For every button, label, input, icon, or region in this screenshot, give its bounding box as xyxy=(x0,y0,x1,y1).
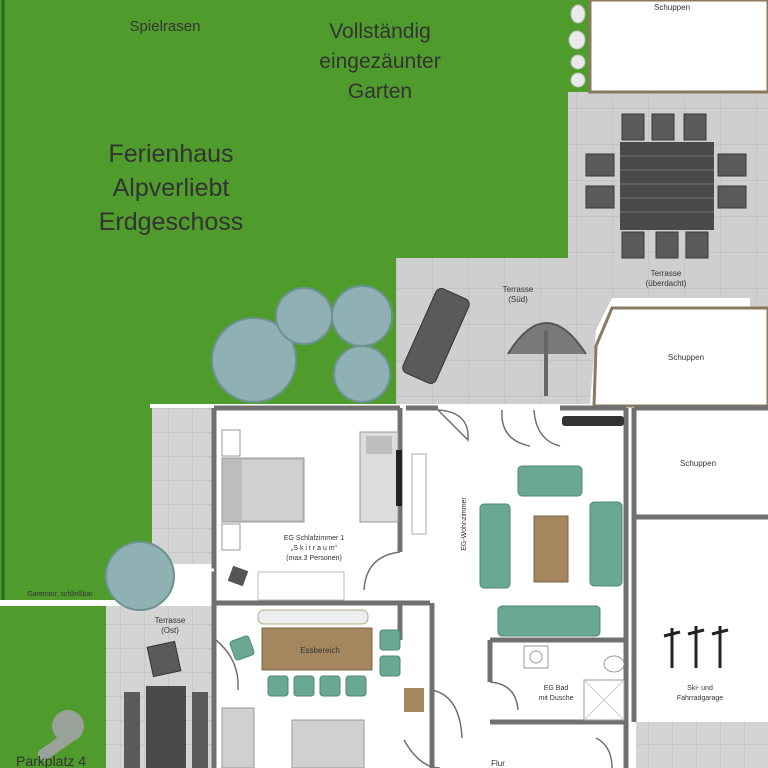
shed-right-label: Schuppen xyxy=(680,459,716,468)
bath-label-2: mit Dusche xyxy=(538,695,573,702)
title-line-1: Ferienhaus xyxy=(108,140,233,168)
parking-icon xyxy=(37,710,84,761)
stepping-stones xyxy=(568,4,586,88)
trees xyxy=(105,285,393,611)
bedroom-label-2: „S k i t r a u m“ xyxy=(291,545,338,552)
covered-terrace-table: Terrasse (überdacht) xyxy=(585,113,747,288)
living-room: EG-Wohnzimmer xyxy=(411,416,624,637)
bath-label-1: EG Bad xyxy=(544,685,569,692)
living-label: EG-Wohnzimmer xyxy=(461,497,468,551)
parking-label: Parkplatz 4 xyxy=(16,753,86,768)
bicycle-icons xyxy=(663,626,729,668)
terrace-east-label-2: (Ost) xyxy=(161,626,179,635)
dining-label: Essbereich xyxy=(300,646,340,655)
bathroom: EG Bad mit Dusche xyxy=(523,645,625,721)
bedroom-label-3: (max.3 Personen) xyxy=(286,555,342,562)
garage-label-1: Ski- und xyxy=(687,685,713,692)
title-line-2: Alpverliebt xyxy=(113,174,230,202)
hall-label: Flur xyxy=(491,759,505,768)
garden-fence-line-3: Garten xyxy=(348,80,412,103)
sun-lounger xyxy=(402,288,470,384)
umbrella-icon xyxy=(507,322,587,396)
garden-fence-line-2: eingezäunter xyxy=(319,50,440,73)
dining-area: Essbereich xyxy=(221,609,424,768)
garage-label-2: Fahrradgarage xyxy=(677,695,723,702)
lawn-label: Spielrasen xyxy=(130,18,201,35)
terrace-east-label-1: Terrasse xyxy=(155,616,186,625)
shed-top: Schuppen xyxy=(588,0,768,94)
bedroom-label-1: EG Schlafzimmer 1 xyxy=(284,535,344,542)
terrace-covered-label-1: Terrasse xyxy=(651,269,682,278)
doors xyxy=(215,409,613,768)
title-line-3: Erdgeschoss xyxy=(99,208,244,236)
terrace-covered-label-2: (überdacht) xyxy=(646,279,687,288)
bedroom: EG Schlafzimmer 1 „S k i t r a u m“ (max… xyxy=(221,429,402,601)
terrace-south-label-1: Terrasse xyxy=(503,285,534,294)
east-terrace: Terrasse (Ost) xyxy=(124,616,208,768)
garden-fence-line-1: Vollständig xyxy=(329,20,431,43)
shed-top-label: Schuppen xyxy=(654,3,690,12)
shed-middle: Schuppen xyxy=(592,306,768,408)
shed-middle-label: Schuppen xyxy=(668,353,704,362)
gate-label: Gartentor, schließbar xyxy=(27,591,93,598)
terrace-south-label-2: (Süd) xyxy=(508,295,528,304)
